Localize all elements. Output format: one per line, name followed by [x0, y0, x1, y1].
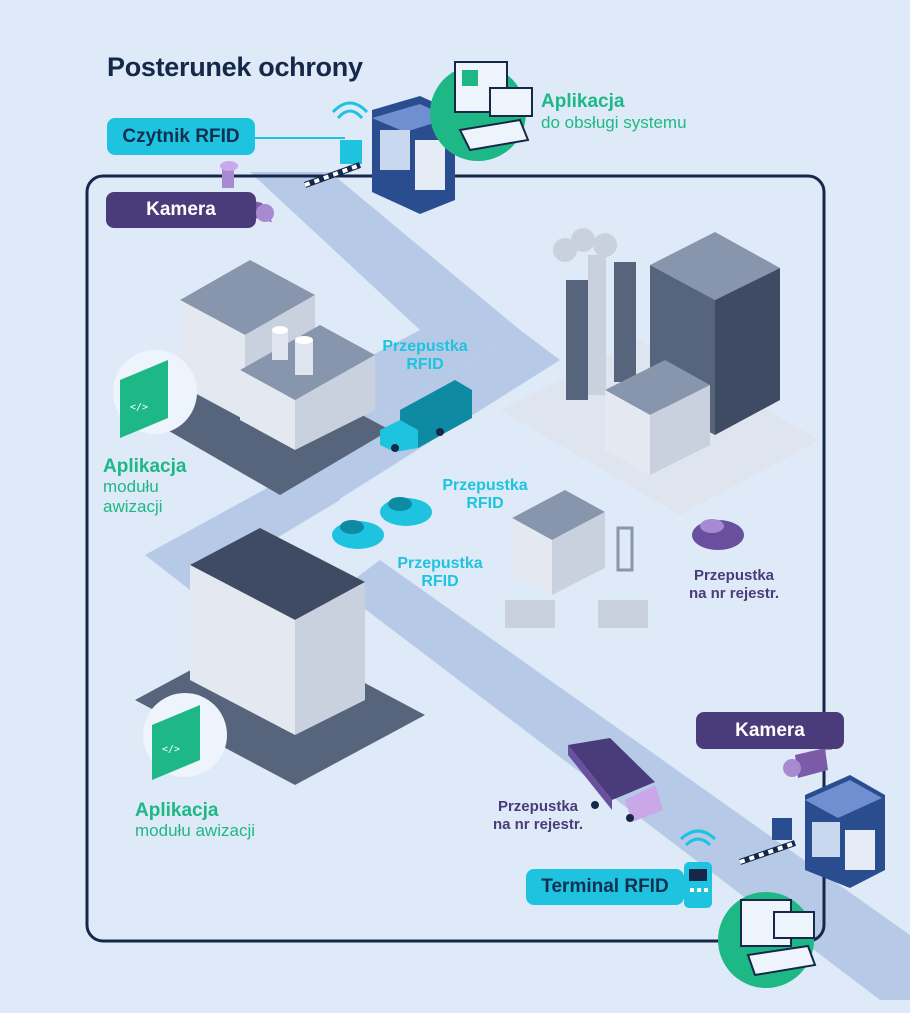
app-left-sub2: awizacji	[103, 497, 163, 516]
page-title: Posterunek ochrony	[107, 52, 363, 82]
app-window-icon: </>	[113, 350, 197, 438]
pass-plate-truck-line2: na nr rejestr.	[492, 816, 584, 833]
svg-text:</>: </>	[130, 402, 148, 413]
pass-rfid-car1-line1: Przepustka	[442, 477, 528, 494]
truck-icon	[380, 380, 472, 452]
pass-rfid-car2-line1: Przepustka	[397, 555, 483, 572]
svg-text:</>: </>	[162, 744, 180, 755]
rfid-reader-label: Czytnik RFID	[107, 118, 255, 155]
pass-rfid-car2-line2: RFID	[421, 573, 459, 590]
factory-icon	[500, 228, 820, 515]
pass-rfid-truck: Przepustka RFID	[370, 338, 480, 374]
camera-label-bottom: Kamera	[696, 712, 844, 749]
office-building-icon	[135, 528, 425, 785]
pass-plate-car: Przepustka na nr rejestr.	[672, 567, 796, 603]
monitor-icon	[718, 892, 817, 988]
pass-rfid-truck-line1: Przepustka	[382, 338, 468, 355]
app-bottom-title: Aplikacja	[135, 800, 219, 821]
pass-rfid-car1-line2: RFID	[466, 495, 504, 512]
app-left-title: Aplikacja	[103, 456, 187, 477]
truck-icon	[568, 738, 663, 822]
factory-icon	[150, 260, 390, 495]
rfid-terminal-icon	[679, 829, 717, 908]
pass-plate-car-line1: Przepustka	[693, 567, 775, 584]
site-boundary	[85, 174, 826, 943]
camera-label-top: Kamera	[106, 192, 256, 228]
pass-plate-truck-line1: Przepustka	[497, 798, 579, 815]
pass-plate-car-line2: na nr rejestr.	[688, 585, 780, 602]
pass-rfid-car2: Przepustka RFID	[385, 555, 495, 591]
warehouse-icon	[505, 490, 648, 628]
app-left-sub1: modułu	[103, 477, 159, 496]
car-icon	[332, 497, 432, 549]
app-system-title: Aplikacja	[541, 91, 625, 112]
wifi-icon	[331, 101, 369, 120]
car-icon	[692, 519, 744, 550]
monitor-icon	[430, 61, 533, 161]
security-booth-icon	[739, 775, 885, 888]
rfid-terminal-label: Terminal RFID	[526, 869, 684, 905]
app-system-subtitle: do obsługi systemu	[541, 113, 687, 132]
pass-rfid-car1: Przepustka RFID	[430, 477, 540, 513]
pass-rfid-truck-line2: RFID	[406, 356, 444, 373]
pass-plate-truck: Przepustka na nr rejestr.	[476, 798, 600, 834]
app-bottom-subtitle: modułu awizacji	[135, 821, 255, 840]
app-window-icon: </>	[143, 693, 227, 780]
